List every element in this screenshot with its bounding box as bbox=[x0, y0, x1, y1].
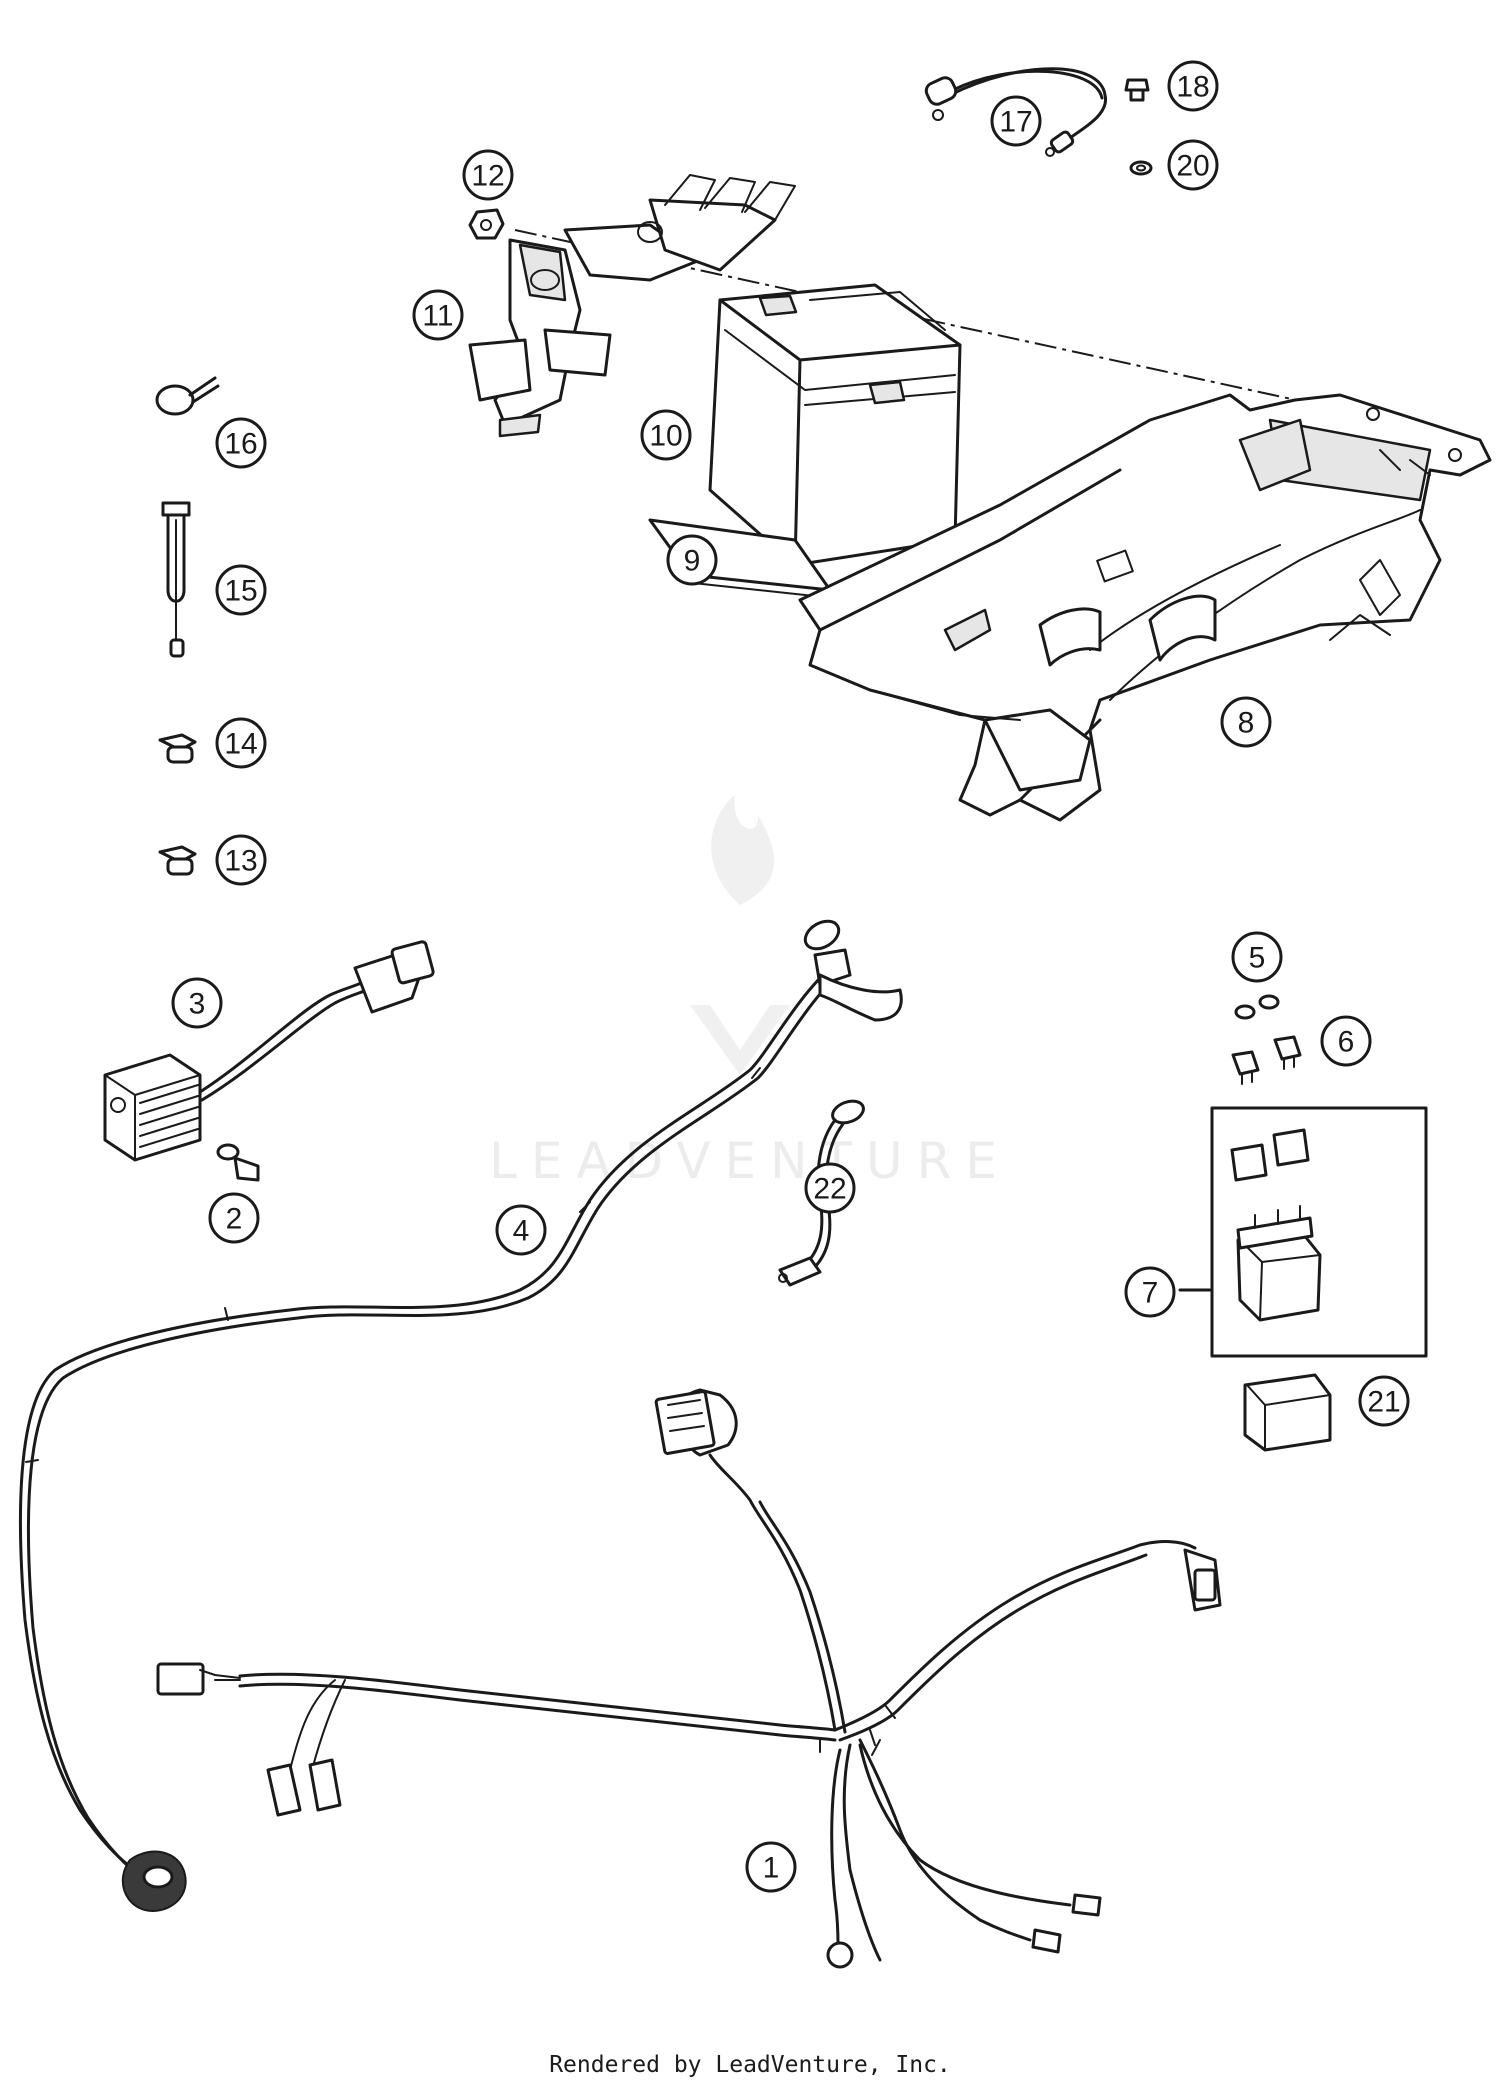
main-wiring-harness-1 bbox=[156, 1388, 1222, 1969]
callout-circle bbox=[1167, 60, 1219, 112]
callout-18: 18 bbox=[1167, 60, 1219, 112]
callout-12: 12 bbox=[462, 149, 514, 201]
callout-circle bbox=[640, 409, 692, 461]
callout-3: 3 bbox=[171, 977, 223, 1029]
fuse-box-kit-7 bbox=[1178, 1106, 1428, 1452]
callout-label: 4 bbox=[513, 1215, 530, 1248]
callout-circle bbox=[666, 534, 718, 586]
callout-14: 14 bbox=[215, 717, 267, 769]
callout-label: 5 bbox=[1249, 942, 1266, 975]
battery-10 bbox=[708, 283, 962, 567]
callout-circle bbox=[462, 149, 514, 201]
battery-holder-11 bbox=[468, 174, 796, 438]
callout-circle bbox=[1320, 1015, 1372, 1067]
callout-5: 5 bbox=[1231, 931, 1283, 983]
callout-17: 17 bbox=[990, 95, 1042, 147]
voltage-regulator-3 bbox=[103, 940, 435, 1162]
callout-label: 3 bbox=[189, 988, 206, 1021]
callout-circle bbox=[215, 717, 267, 769]
callout-circle bbox=[215, 564, 267, 616]
clip-14 bbox=[158, 733, 197, 764]
callout-label: 18 bbox=[1176, 71, 1209, 104]
callout-label: 16 bbox=[224, 428, 257, 461]
callout-circle bbox=[495, 1204, 547, 1256]
callout-circle bbox=[1124, 1266, 1176, 1318]
callout-21: 21 bbox=[1358, 1375, 1410, 1427]
cable-tie-16 bbox=[155, 376, 220, 416]
callout-circle bbox=[215, 417, 267, 469]
callout-16: 16 bbox=[215, 417, 267, 469]
callout-2: 2 bbox=[208, 1192, 260, 1244]
callout-label: 10 bbox=[649, 420, 682, 453]
callout-10: 10 bbox=[640, 409, 692, 461]
fuses-6 bbox=[1231, 1035, 1302, 1085]
callout-circle bbox=[804, 1162, 856, 1214]
ground-wire-4 bbox=[18, 919, 903, 1912]
callout-circle bbox=[171, 977, 223, 1029]
callout-15: 15 bbox=[215, 564, 267, 616]
bolt-12 bbox=[468, 208, 505, 240]
callout-circle bbox=[1231, 931, 1283, 983]
callout-circle bbox=[745, 1841, 797, 1893]
callout-label: 12 bbox=[471, 160, 504, 193]
callout-circle bbox=[1167, 139, 1219, 191]
callout-label: 13 bbox=[224, 845, 257, 878]
callout-circle bbox=[990, 95, 1042, 147]
screw-2 bbox=[216, 1143, 260, 1182]
callout-8: 8 bbox=[1220, 696, 1272, 748]
leadventure-watermark: LEADVENTURE bbox=[489, 795, 1011, 1190]
callout-label: 1 bbox=[763, 1852, 780, 1885]
callout-label: 11 bbox=[422, 300, 453, 333]
holder-clip-15 bbox=[161, 501, 191, 658]
clip-13 bbox=[158, 845, 197, 876]
callout-circle bbox=[412, 289, 464, 341]
callout-4: 4 bbox=[495, 1204, 547, 1256]
callout-label: 15 bbox=[224, 575, 257, 608]
callout-22: 22 bbox=[804, 1162, 856, 1214]
screw-18 bbox=[1124, 78, 1150, 102]
callout-20: 20 bbox=[1167, 139, 1219, 191]
battery-tray-8 bbox=[798, 393, 1492, 822]
battery-cable-17 bbox=[924, 67, 1107, 157]
callout-circle bbox=[208, 1192, 260, 1244]
callout-label: 22 bbox=[813, 1173, 846, 1206]
callout-13: 13 bbox=[215, 834, 267, 886]
callout-7: 7 bbox=[1124, 1266, 1176, 1318]
callout-1: 1 bbox=[745, 1841, 797, 1893]
callout-circle bbox=[1358, 1375, 1410, 1427]
watermark-text: LEADVENTURE bbox=[489, 1132, 1011, 1190]
callout-label: 14 bbox=[224, 728, 257, 761]
callout-circle bbox=[215, 834, 267, 886]
callout-9: 9 bbox=[666, 534, 718, 586]
screws-5 bbox=[1234, 994, 1280, 1020]
callout-circle bbox=[1220, 696, 1272, 748]
callout-6: 6 bbox=[1320, 1015, 1372, 1067]
callout-label: 6 bbox=[1338, 1026, 1355, 1059]
callout-label: 17 bbox=[999, 106, 1032, 139]
callout-label: 7 bbox=[1142, 1277, 1159, 1310]
callout-11: 11 bbox=[412, 289, 464, 341]
callout-label: 2 bbox=[226, 1203, 243, 1236]
callout-label: 21 bbox=[1367, 1386, 1400, 1419]
render-credit: Rendered by LeadVenture, Inc. bbox=[549, 2052, 951, 2078]
callout-label: 9 bbox=[684, 545, 701, 578]
callout-label: 8 bbox=[1238, 707, 1255, 740]
callout-label: 20 bbox=[1176, 150, 1209, 183]
washer-20 bbox=[1129, 160, 1153, 176]
